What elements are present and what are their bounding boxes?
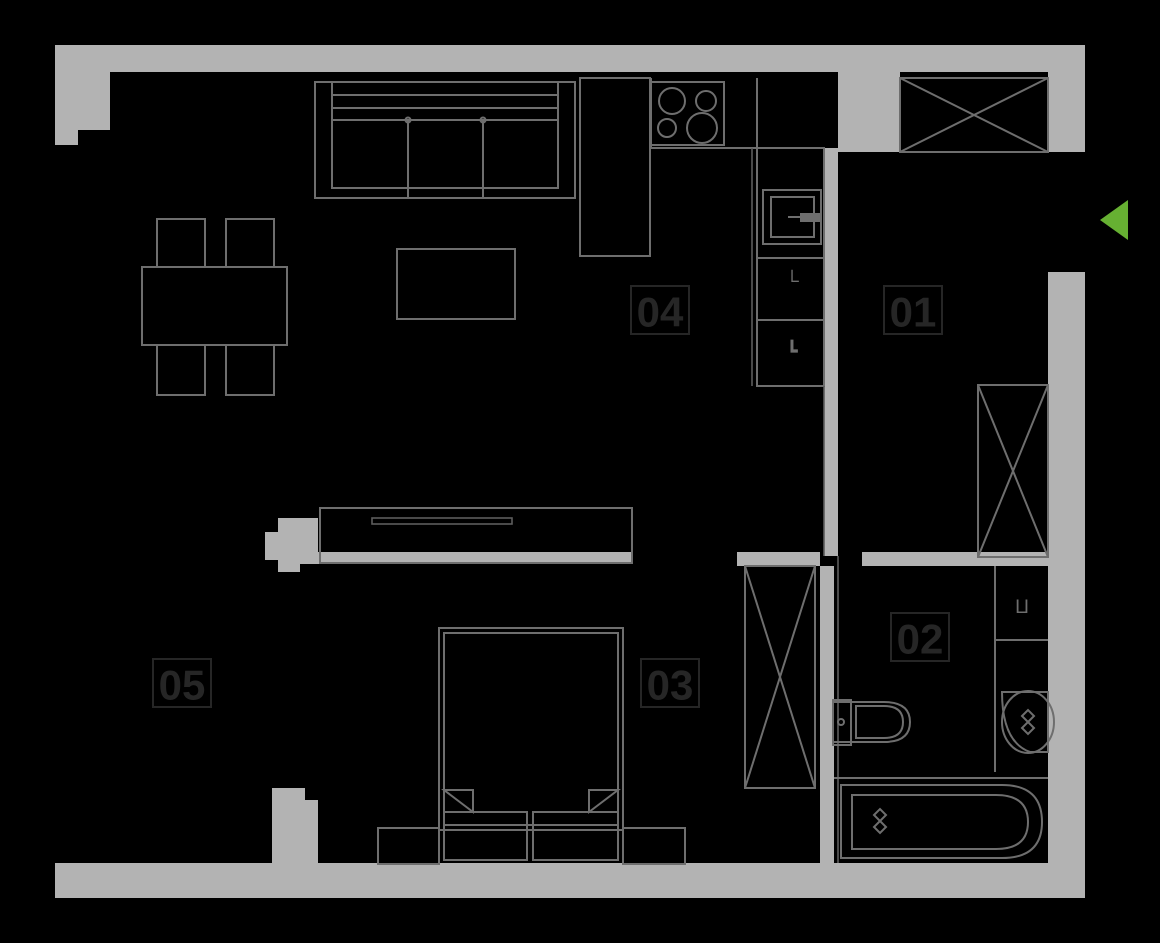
room-label-03-text: 03: [647, 662, 694, 709]
wall-bath-top-left: [737, 552, 820, 566]
kitchen-column: [751, 147, 825, 387]
room-labels: 01 02 03 04 05: [152, 285, 950, 709]
wall-right-outer: [1048, 272, 1085, 898]
room-label-01-text: 01: [890, 289, 937, 336]
room-label-04-text: 04: [637, 289, 684, 336]
toilet: [832, 699, 912, 746]
room-label-03: 03: [640, 658, 700, 709]
bathtub: [834, 777, 1048, 859]
double-bed: [377, 627, 686, 865]
entrance-arrow: [1100, 200, 1128, 240]
cooktop: [650, 81, 725, 146]
wall-bath-left: [820, 566, 834, 863]
wall-top: [55, 45, 1085, 72]
room-01-furniture: [823, 77, 1049, 863]
wall-bottom-left-jog: [272, 788, 318, 863]
fridge-glyph-top: ┐: [785, 270, 799, 292]
wardrobe: [319, 507, 633, 564]
wall-bottom: [55, 863, 1085, 898]
room-label-02: 02: [890, 612, 950, 663]
room-04-furniture: ┐ ┗: [141, 77, 825, 396]
closet-entry-top: [899, 77, 1049, 153]
room-label-01: 01: [883, 285, 943, 336]
wash-basin: [1000, 690, 1055, 754]
room-label-05-text: 05: [159, 662, 206, 709]
sofa: [314, 81, 576, 199]
wall-wardrobe-end: [278, 518, 318, 572]
wall-wardrobe-strip: [318, 552, 632, 564]
fridge-glyph-bottom: ┗: [786, 340, 798, 363]
washing-machine-glyph: П: [1015, 595, 1029, 616]
dining-chair-bl: [156, 344, 206, 396]
room-label-04: 04: [630, 285, 690, 336]
wall-divider-0401: [824, 148, 838, 556]
walls-group: [55, 45, 1085, 898]
nightstand-left: [377, 827, 440, 865]
wall-left-outer: [55, 863, 90, 898]
room-03-furniture: [319, 507, 686, 865]
room-02-furniture: П: [832, 566, 1055, 859]
wall-top-left-stub: [55, 45, 110, 145]
room-label-05: 05: [152, 658, 212, 709]
kitchen-counter-left: [579, 77, 651, 257]
dining-chair-br: [225, 344, 275, 396]
kitchen-sink: [762, 189, 822, 245]
wall-bath-top-right: [862, 552, 1048, 566]
closet-bedroom: [744, 565, 816, 789]
coffee-table: [396, 248, 516, 320]
room-label-02-text: 02: [897, 616, 944, 663]
closet-entry-right: [977, 384, 1049, 558]
dining-chair-tl: [156, 218, 206, 268]
nightstand-right: [622, 827, 686, 865]
dining-set: [141, 218, 288, 396]
dining-chair-tr: [225, 218, 275, 268]
dining-table: [141, 266, 288, 346]
wall-wardrobe-end-tab: [265, 532, 285, 560]
